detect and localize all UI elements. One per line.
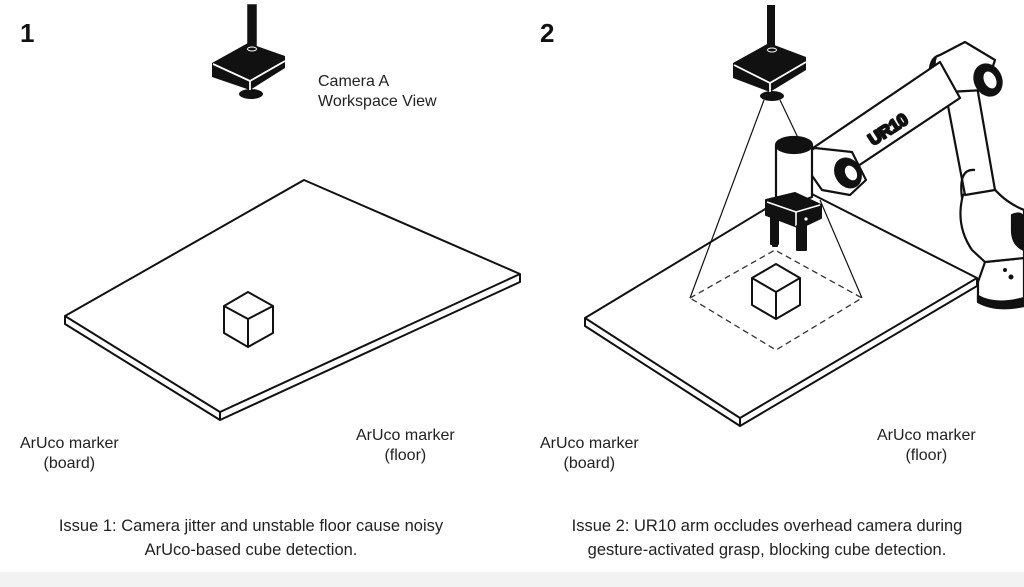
panel-2-number: 2	[540, 18, 555, 48]
marker-board-line2: (board)	[563, 455, 616, 472]
board-icon	[64, 179, 521, 421]
caption-1-line1: Issue 1: Camera jitter and unstable floo…	[58, 517, 444, 535]
marker-board-line2: (board)	[43, 455, 96, 472]
aruco-marker-floor-label-2: ArUco marker (floor)	[877, 426, 976, 466]
camera-a-label: Camera A Workspace View	[318, 72, 437, 112]
marker-floor-line1: ArUco marker	[356, 427, 455, 444]
aruco-marker-board-label-1: ArUco marker (board)	[20, 434, 119, 474]
field-of-view-cone	[689, 99, 863, 299]
cube-icon	[751, 263, 801, 320]
panel-1-drawing	[64, 4, 521, 421]
gripper-icon	[765, 192, 822, 251]
caption-1-line2: ArUco-based cube detection.	[144, 541, 358, 559]
marker-board-line1: ArUco marker	[20, 435, 119, 452]
caption-2-line1: Issue 2: UR10 arm occludes overhead came…	[571, 517, 963, 535]
caption-2-line2: gesture-activated grasp, blocking cube d…	[587, 541, 947, 559]
camera-a-label-line1: Camera A	[318, 73, 390, 90]
overhead-camera-icon	[212, 4, 286, 99]
aruco-marker-board-label-2: ArUco marker (board)	[540, 434, 639, 474]
marker-board-line1: ArUco marker	[540, 435, 639, 452]
marker-floor-line2: (floor)	[384, 447, 427, 464]
panel-2-caption: Issue 2: UR10 arm occludes overhead came…	[532, 514, 1002, 562]
marker-floor-line1: ArUco marker	[877, 427, 976, 444]
bottom-strip	[0, 572, 1024, 587]
panel-2-drawing: UR10	[584, 5, 1024, 427]
panel-1-caption: Issue 1: Camera jitter and unstable floo…	[16, 514, 486, 562]
aruco-marker-floor-label-1: ArUco marker (floor)	[356, 426, 455, 466]
marker-floor-line2: (floor)	[905, 447, 948, 464]
panel-1-number: 1	[20, 18, 35, 48]
detection-area-dashed	[688, 249, 864, 351]
camera-a-label-line2: Workspace View	[318, 93, 437, 110]
robot-arm-icon: UR10	[774, 40, 1024, 310]
overhead-camera-icon	[733, 5, 807, 101]
cube-icon	[223, 291, 274, 348]
